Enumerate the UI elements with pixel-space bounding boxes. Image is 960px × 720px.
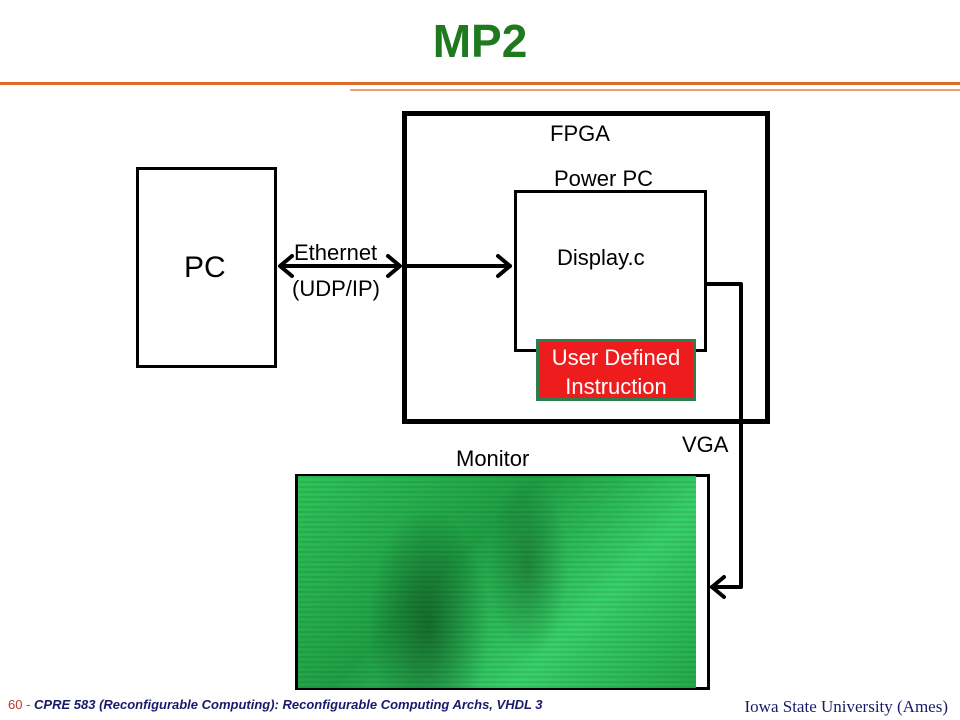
display-c-label: Display.c (557, 245, 645, 270)
title-divider-secondary (350, 89, 960, 91)
udp-ip-label: (UDP/IP) (292, 276, 380, 301)
vga-label: VGA (682, 432, 729, 457)
page-number: 60 - (8, 697, 31, 712)
udi-line-1: User Defined (551, 345, 681, 370)
ppc-arrowhead (496, 254, 512, 278)
udi-line-2: Instruction (565, 374, 667, 399)
title-divider (0, 82, 960, 85)
fpga-box (402, 111, 770, 424)
ethernet-arrowhead-left (278, 254, 294, 278)
user-defined-instruction-block: User Defined Instruction (536, 339, 696, 401)
pc-box (136, 167, 277, 368)
powerpc-label: Power PC (554, 166, 654, 191)
ethernet-label: Ethernet (294, 240, 378, 265)
footer-course: 60 - CPRE 583 (Reconfigurable Computing)… (8, 697, 543, 712)
slide-title: MP2 (432, 15, 528, 67)
monitor-label: Monitor (456, 446, 530, 471)
fpga-label: FPGA (550, 121, 610, 146)
footer (0, 690, 960, 720)
monitor-screen-image (298, 476, 696, 688)
institution-name: Iowa State University (Ames) (744, 697, 948, 716)
vga-arrowhead (710, 575, 726, 599)
ethernet-arrowhead-right (386, 254, 402, 278)
pc-label: PC (184, 251, 226, 284)
vga-path (705, 282, 743, 589)
powerpc-box (514, 190, 707, 352)
course-text: CPRE 583 (Reconfigurable Computing): Rec… (34, 697, 543, 712)
scanlines (298, 476, 696, 688)
